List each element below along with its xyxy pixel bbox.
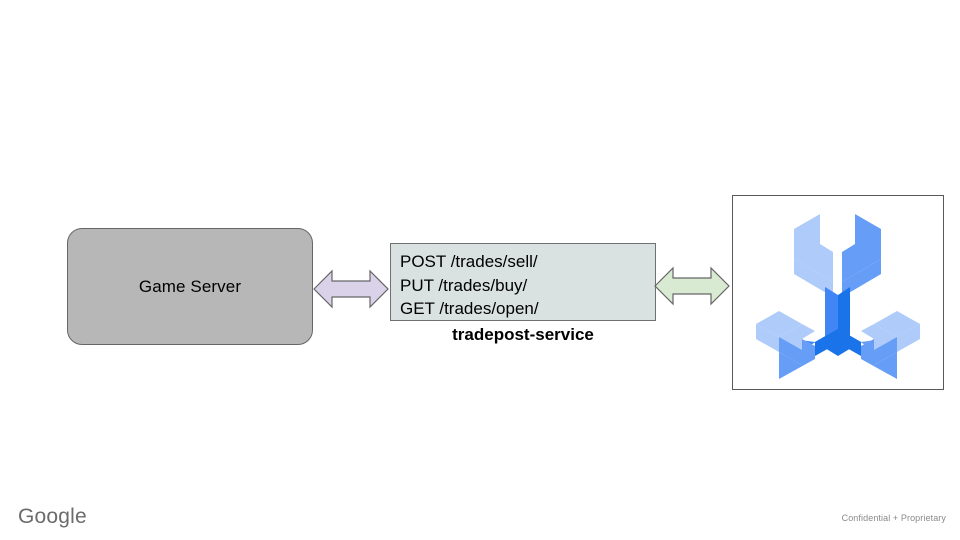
node-tradepost-service[interactable]: POST /trades/sell/ PUT /trades/buy/ GET … (390, 243, 656, 321)
cloud-build-wrench-icon (756, 213, 920, 379)
footer-google-wordmark: Google (18, 505, 87, 528)
connector-game-to-service[interactable] (313, 266, 389, 312)
endpoint-get: GET /trades/open/ (400, 299, 539, 318)
double-arrow-horizontal-icon (313, 269, 389, 309)
connector-service-to-build[interactable] (654, 263, 730, 309)
endpoint-post: POST /trades/sell/ (400, 252, 538, 271)
node-game-server[interactable]: Game Server (67, 228, 313, 345)
endpoint-put: PUT /trades/buy/ (400, 275, 528, 295)
node-tradepost-service-caption: tradepost-service (452, 325, 594, 344)
node-cloud-build-logo[interactable] (732, 195, 944, 390)
double-arrow-horizontal-icon (654, 266, 730, 306)
node-game-server-label: Game Server (138, 276, 242, 296)
footer-confidentiality-note: Confidential + Proprietary (841, 513, 946, 523)
